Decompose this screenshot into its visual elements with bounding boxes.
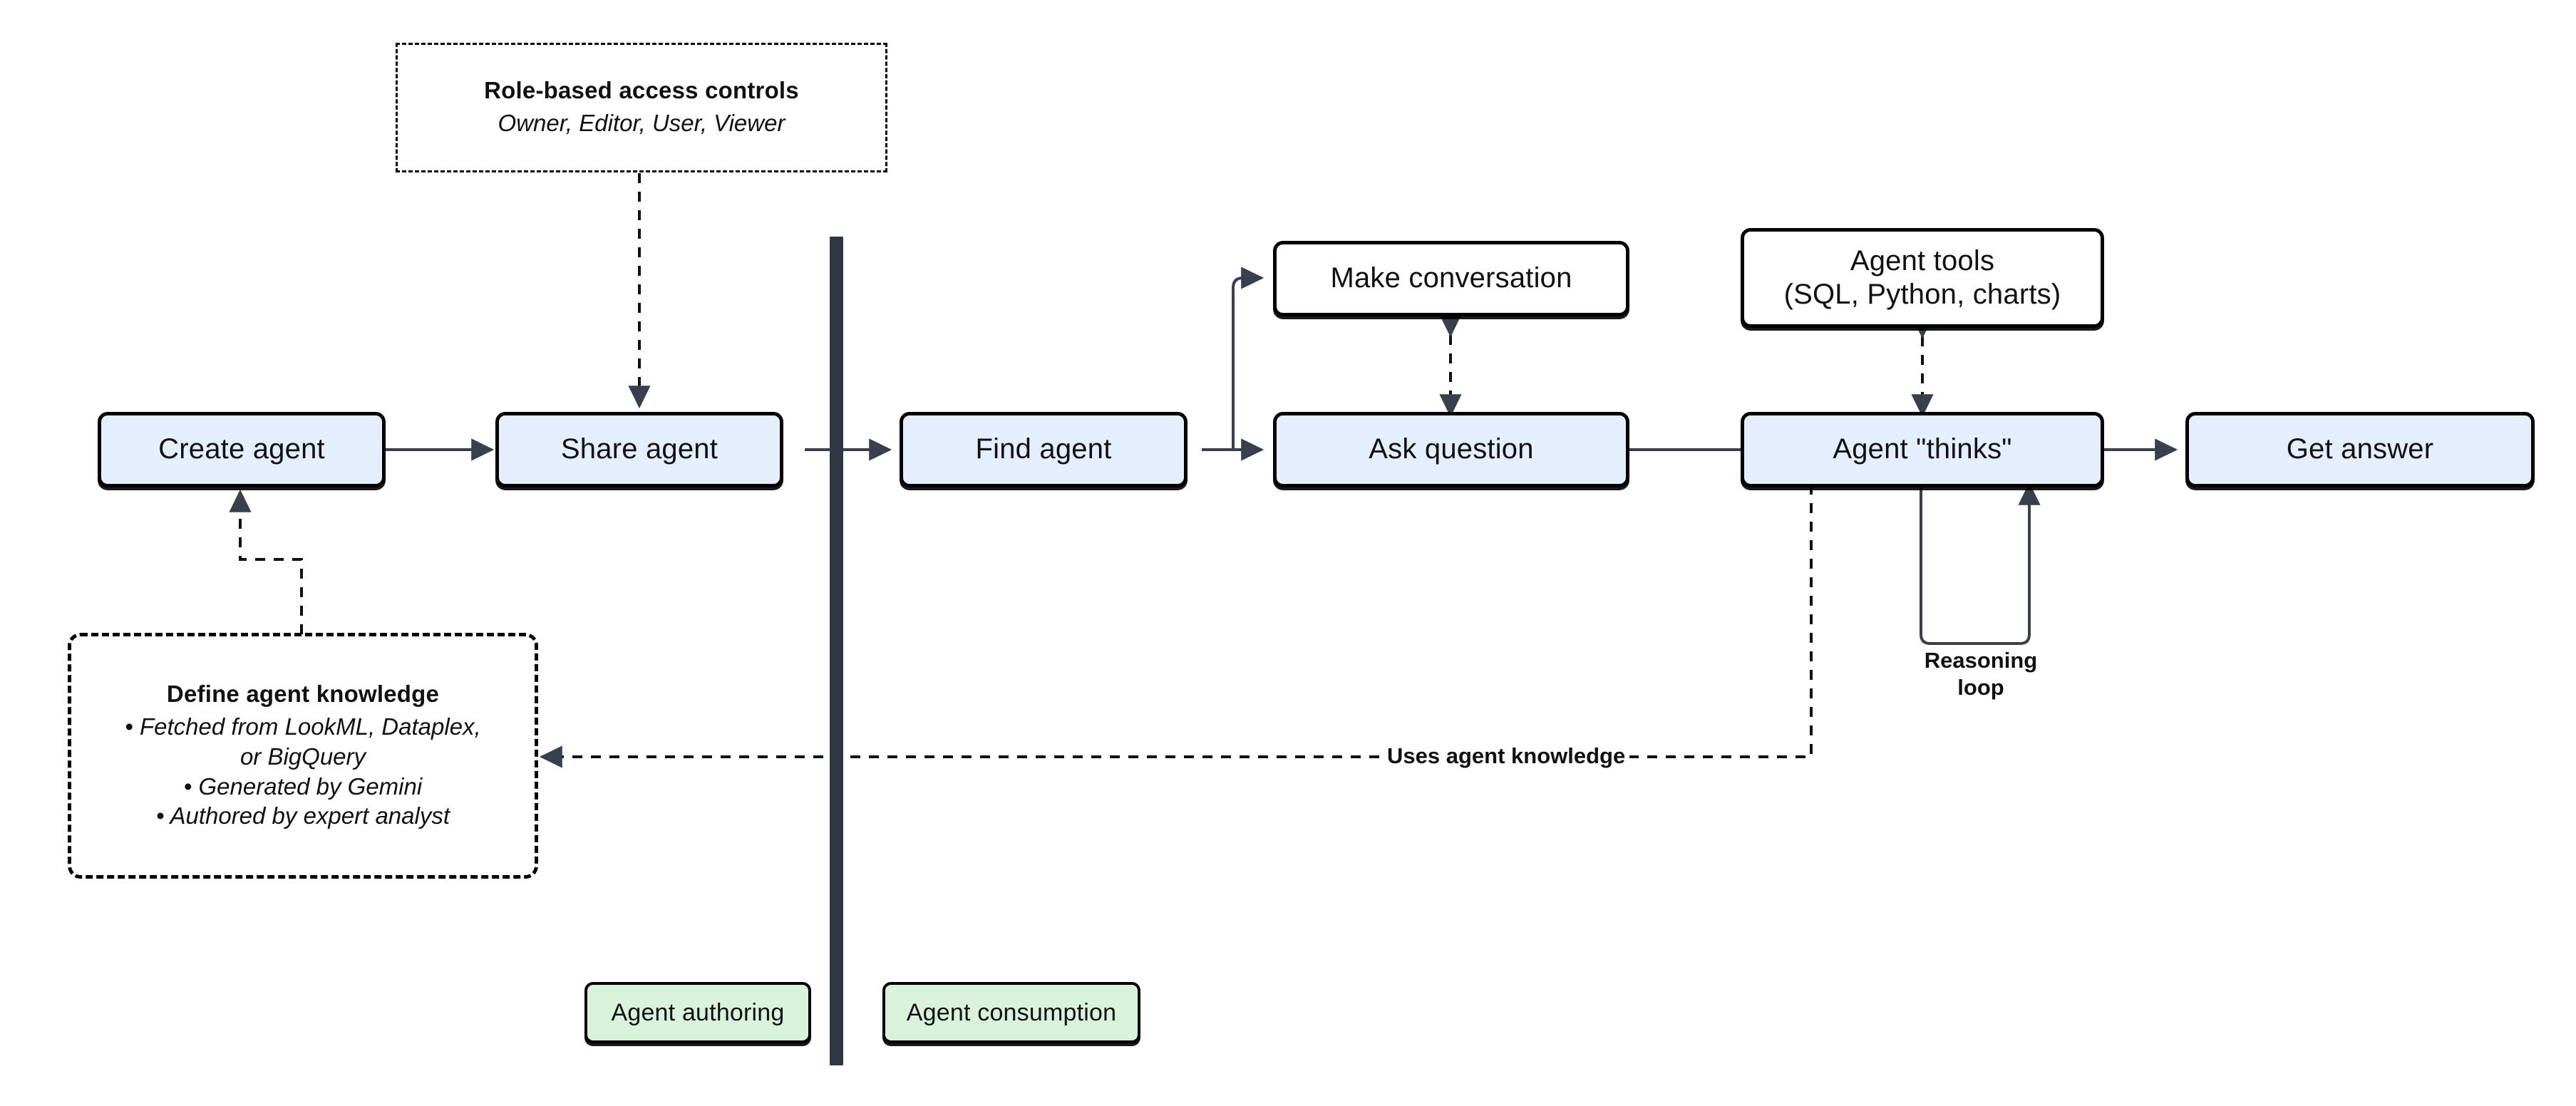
node-agent-tools-label-line2: (SQL, Python, charts) [1783, 279, 2061, 310]
label-reasoning-loop: Reasoning loop [1896, 647, 2066, 701]
node-share-agent-label: Share agent [560, 433, 718, 465]
label-reasoning-loop-line2: loop [1957, 674, 2004, 700]
legend-agent-authoring-label: Agent authoring [611, 998, 785, 1026]
label-uses-agent-knowledge: Uses agent knowledge [1383, 743, 1630, 770]
note-rbac-title: Role-based access controls [484, 77, 799, 104]
note-rbac-subtitle: Owner, Editor, User, Viewer [498, 110, 785, 137]
note-role-based-access-controls: Role-based access controls Owner, Editor… [396, 43, 887, 172]
note-define-agent-knowledge: Define agent knowledge • Fetched from Lo… [68, 633, 538, 879]
node-find-agent-label: Find agent [975, 433, 1112, 465]
node-create-agent[interactable]: Create agent [98, 412, 386, 487]
edge-knowledge-to-create [229, 489, 303, 634]
node-ask-question[interactable]: Ask question [1273, 412, 1629, 487]
section-divider [830, 237, 843, 1065]
legend-agent-consumption-label: Agent consumption [906, 998, 1117, 1026]
edge-branch-to-make-conversation [1232, 267, 1264, 450]
node-make-conversation[interactable]: Make conversation [1273, 241, 1629, 316]
node-agent-thinks[interactable]: Agent "thinks" [1741, 412, 2104, 487]
edge-uses-agent-knowledge [539, 485, 1813, 768]
node-ask-question-label: Ask question [1369, 433, 1534, 465]
node-make-conversation-label: Make conversation [1330, 262, 1572, 294]
note-knowledge-bullet-3: • Authored by expert analyst [155, 802, 450, 830]
legend-agent-authoring[interactable]: Agent authoring [584, 982, 811, 1043]
note-knowledge-bullet-2: • Generated by Gemini [183, 772, 423, 800]
note-knowledge-title: Define agent knowledge [166, 680, 440, 707]
note-knowledge-bullet-1: or BigQuery [239, 743, 366, 770]
note-knowledge-bullet-0: • Fetched from LookML, Dataplex, [125, 713, 481, 740]
legend-agent-consumption[interactable]: Agent consumption [882, 982, 1140, 1043]
node-create-agent-label: Create agent [158, 433, 325, 465]
label-reasoning-loop-line1: Reasoning [1924, 648, 2038, 673]
node-share-agent[interactable]: Share agent [495, 412, 783, 487]
edge-reasoning-loop [1920, 480, 2041, 645]
node-agent-tools-label-line1: Agent tools [1850, 244, 1995, 276]
node-get-answer-label: Get answer [2286, 433, 2434, 465]
node-get-answer[interactable]: Get answer [2185, 412, 2535, 487]
node-agent-thinks-label: Agent "thinks" [1833, 433, 2012, 465]
node-agent-tools[interactable]: Agent tools (SQL, Python, charts) [1741, 228, 2104, 328]
label-uses-agent-knowledge-text: Uses agent knowledge [1387, 743, 1626, 768]
node-find-agent[interactable]: Find agent [900, 412, 1187, 487]
